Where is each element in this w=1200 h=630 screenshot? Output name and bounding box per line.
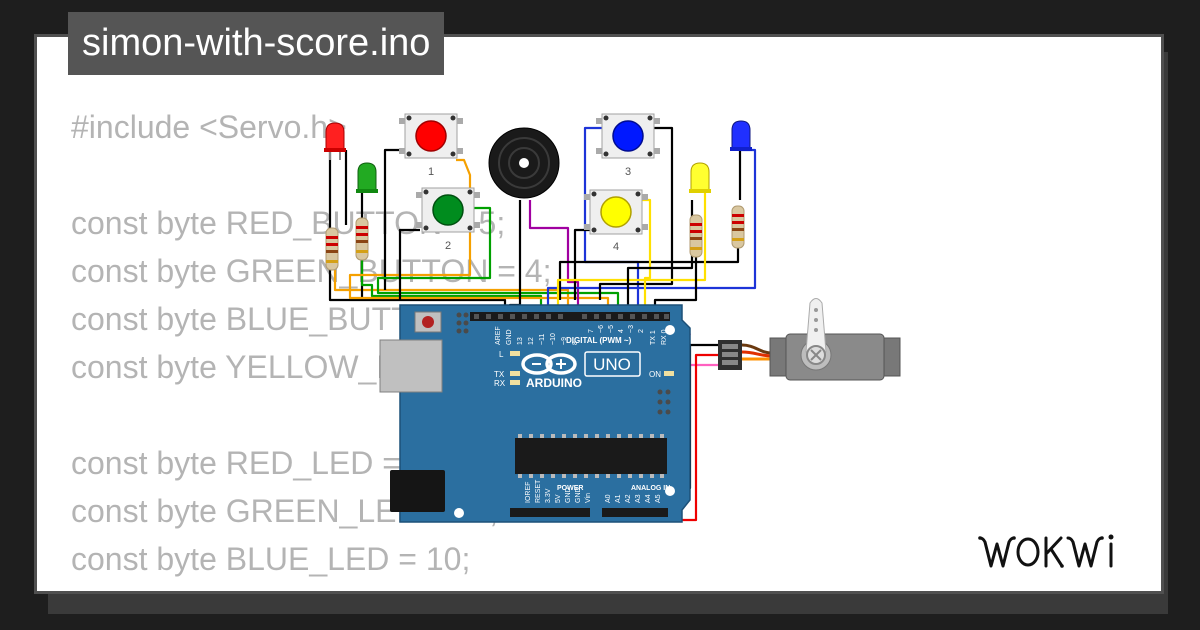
red-led <box>324 122 346 160</box>
buzzer <box>488 127 560 199</box>
yellow-led <box>689 162 711 193</box>
pin-label: GND <box>575 487 582 503</box>
pin-label: 13 <box>517 337 524 345</box>
uno-model-text: UNO <box>593 355 631 374</box>
wire-red-button-gnd <box>383 148 405 290</box>
pin-label: ~3 <box>628 325 635 333</box>
arduino-logo <box>521 353 577 375</box>
code-line: const byte BLUE_LED = 10; <box>71 541 471 577</box>
tx-led-label: TX <box>494 370 505 379</box>
on-led-label: ON <box>649 370 661 379</box>
pin-label: A4 <box>645 494 652 503</box>
blue-led <box>730 120 752 151</box>
pin-label: RX 0 <box>661 329 668 345</box>
code-line: const byte YELLOW_LED = 8; <box>71 583 570 591</box>
pin-label: 3.3V <box>545 488 552 503</box>
button-label: 1 <box>428 166 434 178</box>
icsp-header <box>456 312 671 415</box>
resistor-yellow <box>689 214 703 258</box>
atmega-chip <box>515 434 667 478</box>
pin-label: A2 <box>625 494 632 503</box>
digital-header-label: DIGITAL (PWM ~) <box>566 336 632 345</box>
pin-label: A0 <box>605 494 612 503</box>
pin-label: Vin <box>585 493 592 503</box>
pushbutton-green[interactable]: 2 <box>416 187 480 252</box>
button-label: 2 <box>445 240 451 252</box>
dc-jack <box>390 470 445 512</box>
arduino-uno-board: AREF GND 13 12 ~11 ~10 ~9 8 7 ~6 ~5 4 ~3… <box>379 304 691 523</box>
resistor-red <box>325 227 339 271</box>
rx-led-label: RX <box>494 379 506 388</box>
pin-label: IOREF <box>525 482 532 503</box>
wire-red-button <box>348 158 610 320</box>
resistor-green <box>355 217 369 261</box>
pin-label: ~9 <box>561 337 568 345</box>
wire-buzzer-gnd <box>508 200 522 320</box>
wire-green-led-resistor <box>360 260 543 320</box>
analog-header <box>602 508 668 517</box>
pin-label: A3 <box>635 494 642 503</box>
green-led <box>356 162 378 193</box>
wire-blue-button-gnd <box>598 126 674 300</box>
pin-label: 8 <box>572 341 579 345</box>
pin-label: 7 <box>588 329 595 333</box>
pin-label: GND <box>565 487 572 503</box>
pin-label: 5V <box>555 494 562 503</box>
wire-green-button <box>376 206 620 320</box>
power-header <box>510 508 590 517</box>
analog-header-label: ANALOG IN <box>631 485 670 492</box>
code-line: const byte GREEN_BUTTON = 4; <box>71 253 552 289</box>
button-label: 4 <box>613 241 619 253</box>
pushbutton-blue[interactable]: 3 <box>596 113 660 178</box>
resistor-blue <box>731 205 745 249</box>
pin-label: ~5 <box>608 325 615 333</box>
pin-label: GND <box>506 329 513 345</box>
project-filename: simon-with-score.ino <box>68 12 445 75</box>
servo-motor[interactable] <box>718 298 901 381</box>
button-label: 3 <box>625 166 631 178</box>
wokwi-logo <box>978 534 1114 568</box>
pushbutton-red[interactable]: 1 <box>399 113 463 178</box>
pin-label: A5 <box>655 494 662 503</box>
code-line: const byte RED_LED = 9; <box>71 445 437 481</box>
pushbutton-yellow[interactable]: 4 <box>584 189 648 253</box>
pin-label: A1 <box>615 494 622 503</box>
pin-label: RESET <box>535 479 542 503</box>
wire-buzzer-signal <box>528 200 580 320</box>
pin-label: ~10 <box>550 333 557 345</box>
pin-label: 2 <box>638 329 645 333</box>
l-led-label: L <box>499 350 504 359</box>
reset-button[interactable] <box>414 311 442 333</box>
pin-label: TX 1 <box>650 330 657 345</box>
power-header-label: POWER <box>557 485 583 492</box>
pin-label: ~6 <box>598 325 605 333</box>
usb-port <box>379 339 443 393</box>
pin-label: AREF <box>495 326 502 345</box>
arduino-brand-text: ARDUINO <box>526 376 582 390</box>
pin-label: ~11 <box>539 334 546 345</box>
wire-green-button-gnd <box>398 228 420 300</box>
pin-label: 12 <box>528 337 535 345</box>
wire-yellow-led <box>556 192 707 320</box>
code-line: #include <Servo.h> <box>71 109 347 145</box>
pin-label: 4 <box>618 329 625 333</box>
digital-header <box>470 312 670 321</box>
